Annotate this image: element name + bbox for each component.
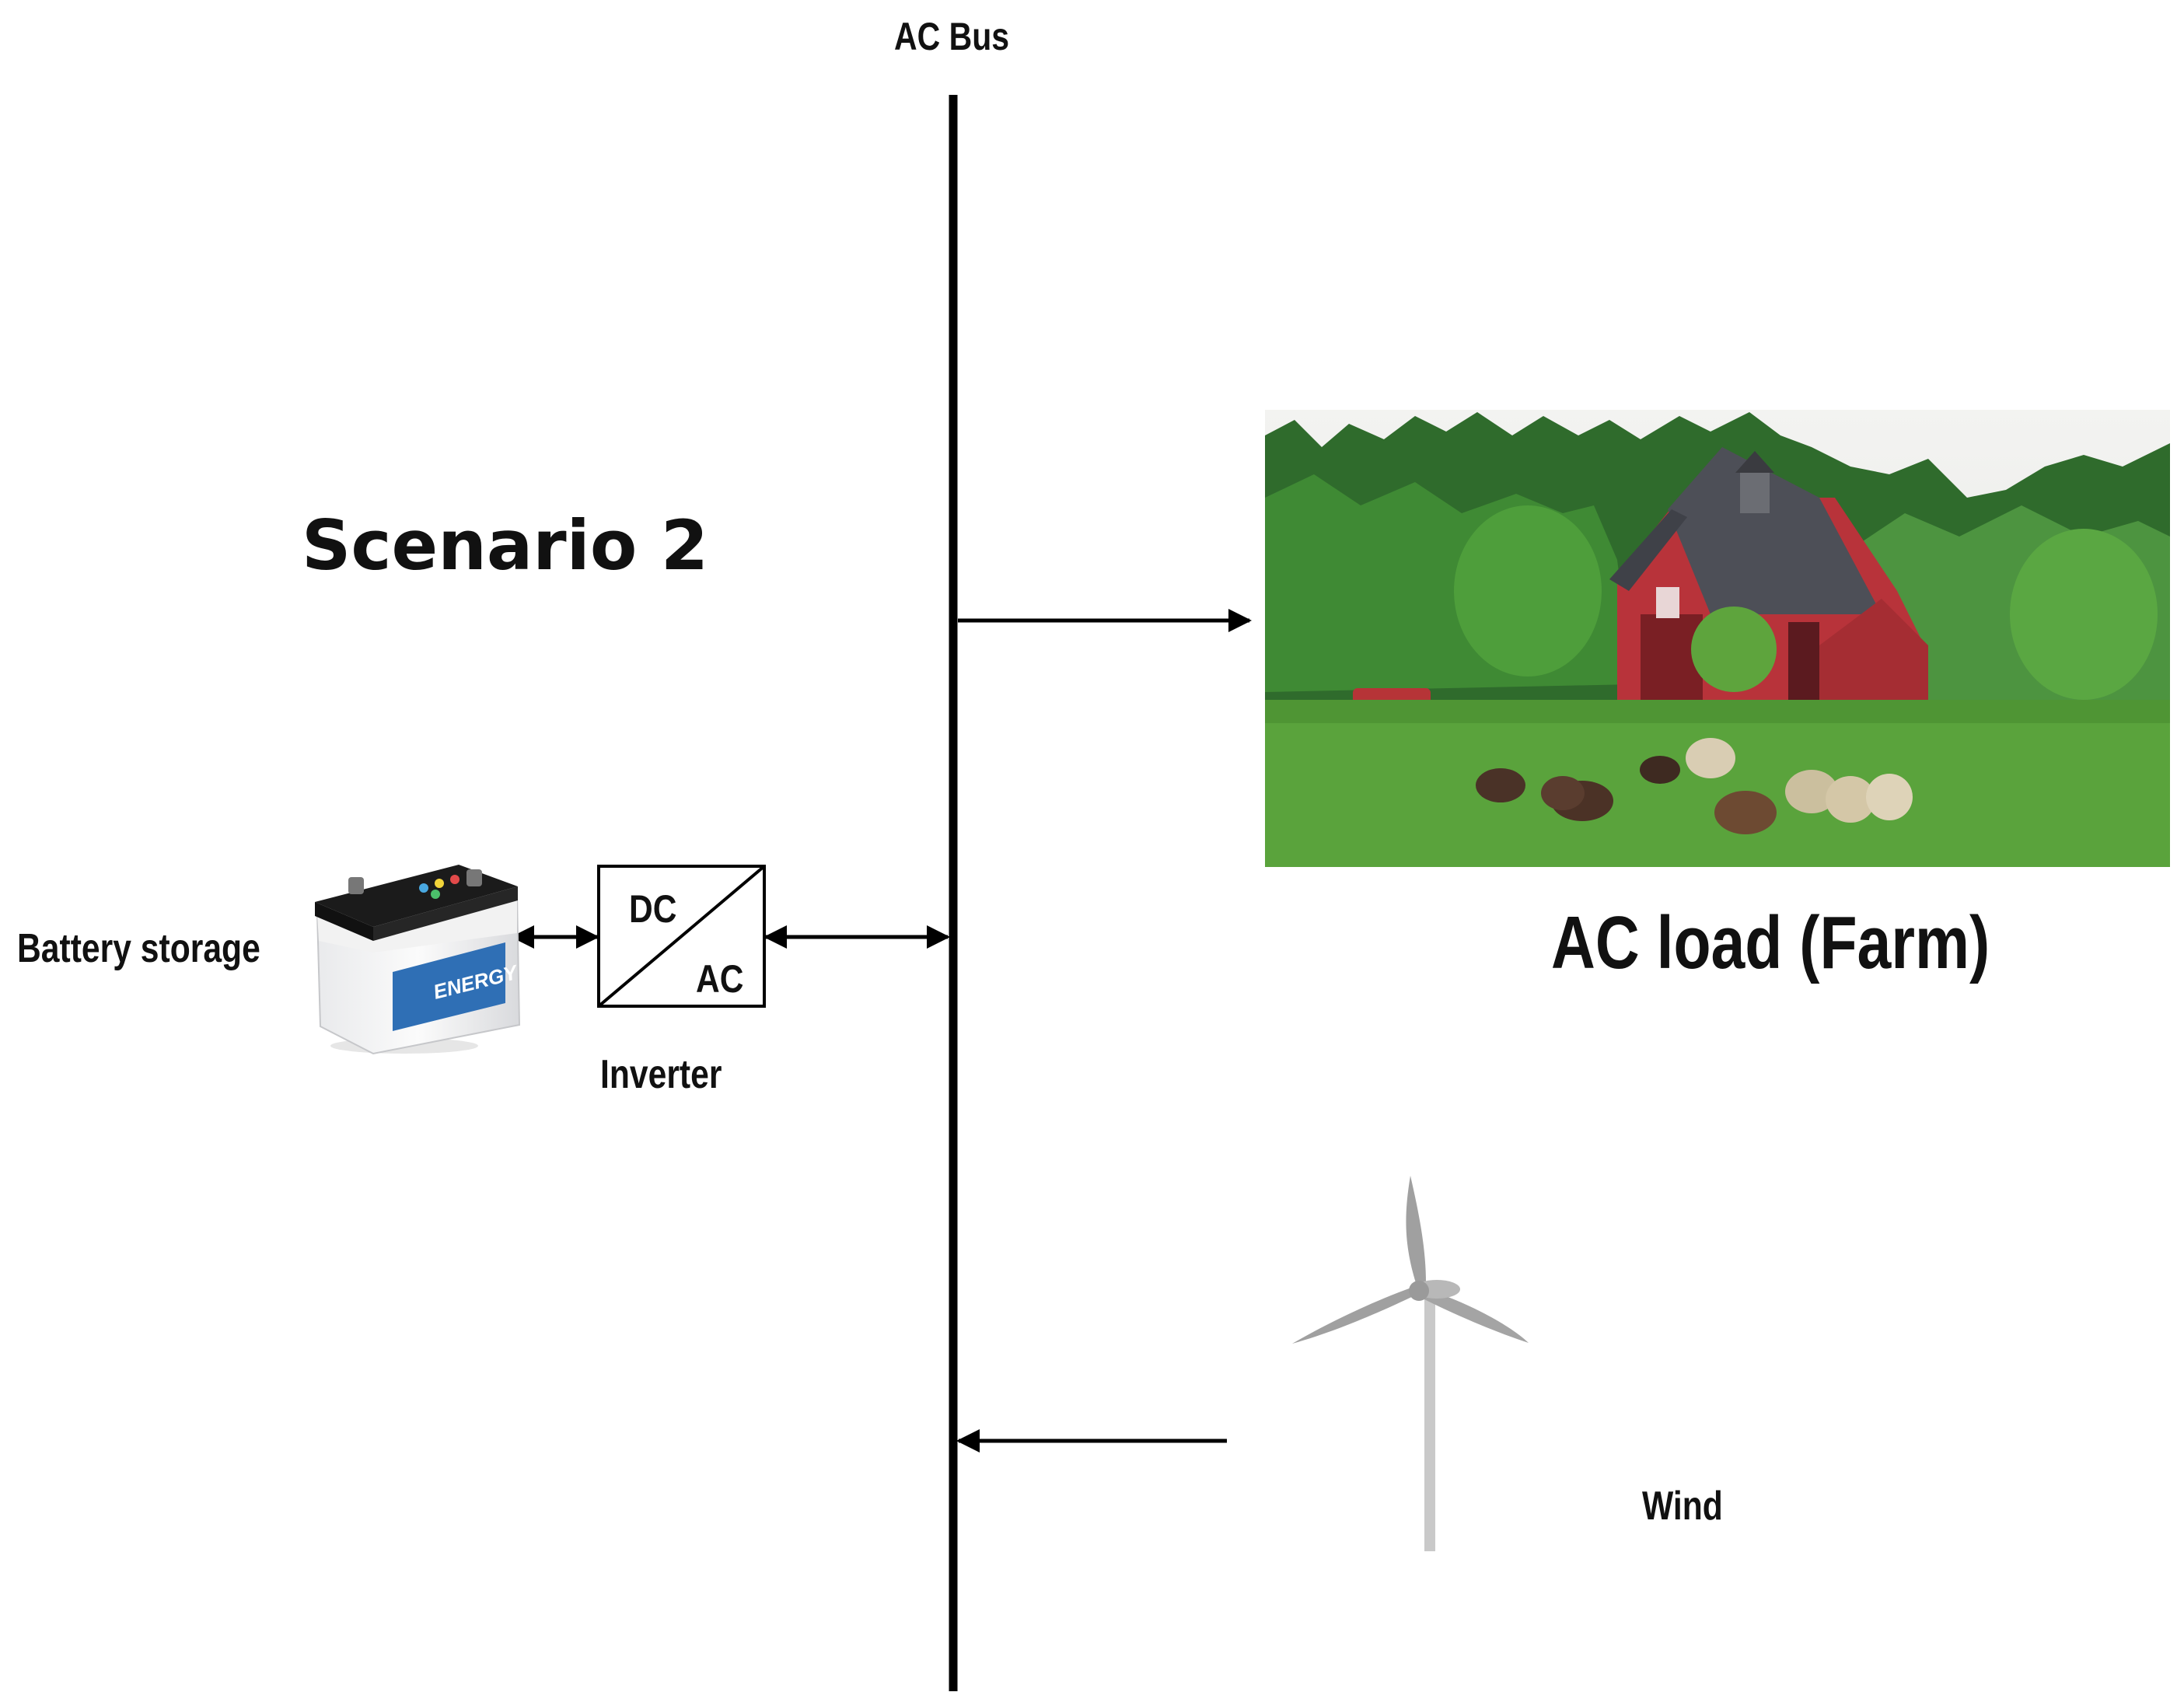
battery-image: ENERGY <box>315 865 522 1055</box>
wind-turbine-icon <box>1292 1176 1529 1551</box>
inverter-label: Inverter <box>600 1052 722 1097</box>
inverter-dc-text: DC <box>629 887 677 931</box>
ac-load-label: AC load (Farm) <box>1551 901 1990 984</box>
farm-image <box>1264 410 2171 867</box>
inverter-ac-text: AC <box>696 957 744 1001</box>
scenario-title: Scenario 2 <box>302 505 709 586</box>
ac-bus-label: AC Bus <box>894 15 1010 58</box>
wind-label: Wind <box>1642 1484 1723 1529</box>
battery-storage-label: Battery storage <box>17 926 260 971</box>
inverter-symbol <box>597 865 766 1008</box>
